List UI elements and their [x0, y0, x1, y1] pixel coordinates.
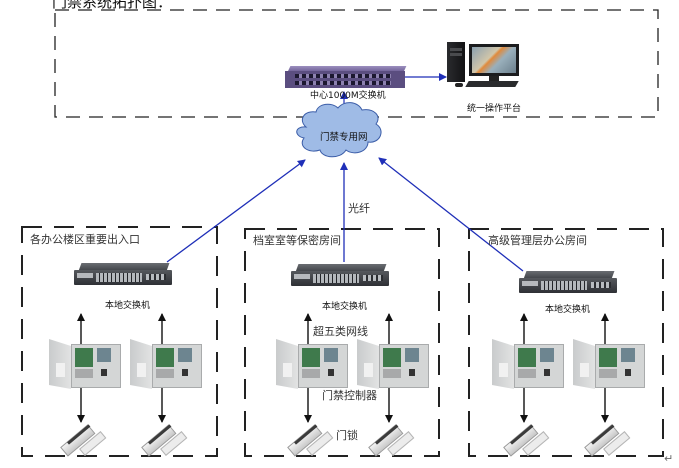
fiber-label: 光纤: [348, 202, 370, 215]
zone-3-local-switch-icon: [519, 271, 617, 297]
zone-1-switch-label: 本地交换机: [105, 301, 151, 311]
paragraph-return-mark: ↵: [664, 452, 674, 465]
cat5e-cable-label: 超五类网线: [313, 325, 368, 338]
platform-label: 统一操作平台: [467, 104, 522, 114]
zone-1-local-switch-icon: [74, 263, 172, 289]
core-switch-icon: [285, 66, 407, 88]
zone-2-local-switch-icon: [291, 264, 389, 290]
zone-1-controller-2-icon: [130, 339, 202, 391]
zone-1-controller-1-icon: [49, 339, 121, 391]
zone-2-door-lock-2-icon: [368, 420, 418, 457]
center-zone-frame: [54, 9, 659, 118]
zone-2-controller-1-icon: [276, 339, 348, 391]
zone-3-door-lock-2-icon: [584, 420, 634, 457]
zone-1-door-lock-2-icon: [141, 420, 191, 457]
zone-3-uplink: [378, 157, 524, 272]
zone-3-switch-label: 本地交换机: [545, 305, 591, 315]
lock-label: 门锁: [336, 429, 358, 442]
zone-3-title: 高级管理层办公房间: [488, 234, 587, 247]
zone-3-controller-1-icon: [492, 339, 564, 391]
diagram-title: 门禁系统拓扑图：: [52, 0, 173, 11]
network-cloud-icon: [296, 102, 382, 158]
zone-2-frame: [244, 228, 440, 457]
controller-label: 门禁控制器: [322, 389, 377, 402]
operation-platform-computer-icon: [447, 42, 522, 88]
zone-2-title: 档室室等保密房间: [253, 234, 341, 247]
zone-2-switch-label: 本地交换机: [322, 302, 368, 312]
zone-1-uplink: [166, 159, 306, 263]
zone-1-door-lock-1-icon: [60, 420, 110, 457]
zone-2-door-lock-1-icon: [287, 420, 337, 457]
zone-3-door-lock-1-icon: [503, 420, 553, 457]
core-switch-label: 中心1000M交换机: [310, 91, 386, 101]
network-label: 门禁专用网: [320, 132, 368, 143]
zone-3-controller-2-icon: [573, 339, 645, 391]
zone-1-frame: [21, 226, 218, 457]
zone-1-title: 各办公楼区重要出入口: [30, 233, 140, 246]
zone-2-controller-2-icon: [357, 339, 429, 391]
zone-3-frame: [468, 228, 664, 457]
